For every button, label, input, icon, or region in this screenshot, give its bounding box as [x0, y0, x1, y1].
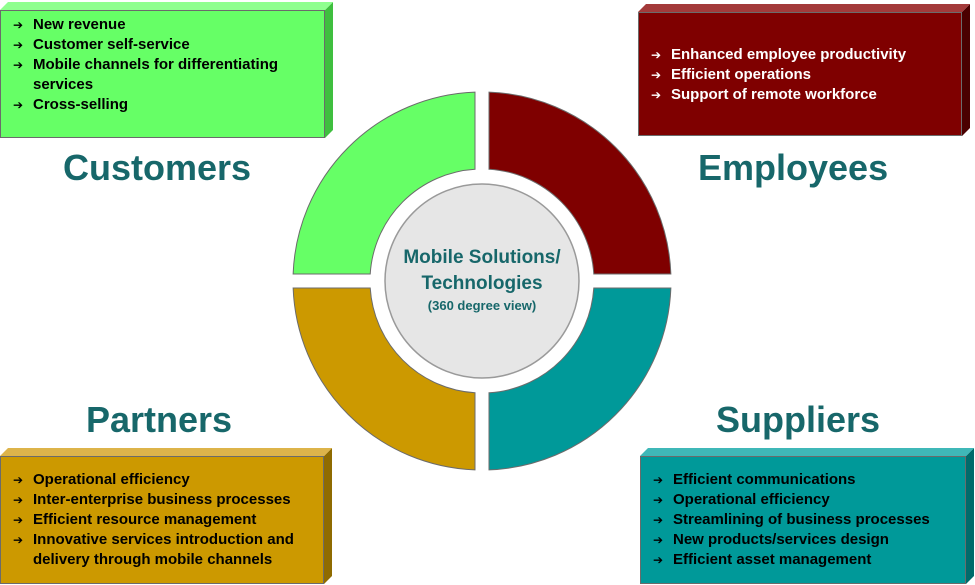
partners-heading: Partners — [86, 399, 233, 440]
customers-ring-segment — [292, 91, 476, 275]
benefit-item: ➔ Efficient communications — [653, 470, 955, 490]
suppliers-benefits-list: ➔ Efficient communications ➔ Operational ef… — [653, 470, 955, 570]
right-arrow-icon: ➔ — [13, 38, 24, 52]
benefit-text: Support of remote workforce — [671, 86, 877, 103]
partners-ring-segment — [292, 287, 476, 471]
right-arrow-icon: ➔ — [653, 513, 664, 527]
benefit-text: Streamlining of business processes — [673, 511, 930, 528]
right-arrow-icon: ➔ — [13, 533, 24, 547]
benefit-text: Efficient asset management — [673, 551, 872, 568]
benefit-text: Mobile channels for differentiating serv… — [33, 56, 279, 93]
center-hub-circle — [384, 183, 580, 379]
right-arrow-icon: ➔ — [653, 473, 664, 487]
right-arrow-icon: ➔ — [13, 493, 24, 507]
benefit-text: Efficient operations — [671, 66, 812, 83]
customers-box-depth — [325, 2, 333, 138]
employees-ring-segment — [488, 91, 672, 275]
center-title-line1: Mobile Solutions/ — [403, 247, 561, 268]
employees-benefits-list: ➔ Enhanced employee productivity ➔ Efficien… — [651, 45, 951, 105]
benefit-text: Enhanced employee productivity — [671, 46, 907, 63]
customers-benefits-box: ➔ New revenue ➔ Customer self-service ➔ Mobil… — [0, 10, 325, 138]
benefit-text: New products/services design — [673, 531, 889, 548]
suppliers-box-depth-top — [640, 448, 974, 456]
benefit-text: Operational efficiency — [33, 471, 190, 488]
benefit-item: ➔ Support of remote workforce — [651, 85, 951, 105]
right-arrow-icon: ➔ — [653, 533, 664, 547]
benefit-item: ➔ New revenue — [13, 15, 314, 35]
benefit-text: Efficient resource management — [33, 511, 257, 528]
right-arrow-icon: ➔ — [13, 473, 24, 487]
benefit-text: Cross-selling — [33, 96, 129, 113]
benefit-item: ➔ Streamlining of business processes — [653, 510, 955, 530]
employees-benefits-box: ➔ Enhanced employee productivity ➔ Efficien… — [638, 12, 962, 136]
benefit-item: ➔ Operational efficiency — [653, 490, 955, 510]
right-arrow-icon: ➔ — [13, 513, 24, 527]
right-arrow-icon: ➔ — [651, 68, 662, 82]
benefit-item: ➔ Enhanced employee productivity — [651, 45, 951, 65]
right-arrow-icon: ➔ — [653, 553, 664, 567]
employees-box-depth — [962, 4, 970, 136]
partners-benefits-list: ➔ Operational efficiency ➔ Inter-enterprise… — [13, 470, 313, 570]
benefit-text: Inter-enterprise business processes — [33, 491, 291, 508]
benefit-item: ➔ Mobile channels for differentiating ser… — [13, 55, 314, 95]
benefit-item: ➔ Operational efficiency — [13, 470, 313, 490]
benefit-text: Efficient communications — [673, 471, 856, 488]
right-arrow-icon: ➔ — [651, 88, 662, 102]
benefit-text: Customer self-service — [33, 36, 190, 53]
suppliers-ring-segment — [488, 287, 672, 471]
right-arrow-icon: ➔ — [13, 58, 24, 72]
right-arrow-icon: ➔ — [653, 493, 664, 507]
benefit-item: ➔ Customer self-service — [13, 35, 314, 55]
center-label: Mobile Solutions/ Technologies (360 degr… — [372, 245, 592, 315]
suppliers-benefits-box: ➔ Efficient communications ➔ Operational ef… — [640, 456, 966, 584]
right-arrow-icon: ➔ — [13, 18, 24, 32]
benefit-item: ➔ Efficient asset management — [653, 550, 955, 570]
partners-box-depth — [324, 448, 332, 584]
suppliers-box-depth — [966, 448, 974, 584]
benefit-text: New revenue — [33, 16, 126, 33]
center-subtitle: (360 degree view) — [427, 298, 537, 313]
partners-box-depth-top — [0, 448, 332, 456]
customers-heading: Customers — [63, 147, 252, 188]
suppliers-heading: Suppliers — [716, 399, 881, 440]
benefit-item: ➔ Inter-enterprise business processes — [13, 490, 313, 510]
customers-benefits-list: ➔ New revenue ➔ Customer self-service ➔ Mobil… — [13, 15, 314, 115]
benefit-item: ➔ Efficient operations — [651, 65, 951, 85]
benefit-item: ➔ New products/services design — [653, 530, 955, 550]
employees-heading: Employees — [698, 147, 889, 188]
benefit-text: Innovative services introduction and del… — [33, 531, 294, 568]
center-title-line2: Technologies — [421, 273, 543, 294]
employees-box-depth-top — [638, 4, 970, 12]
benefit-item: ➔ Efficient resource management — [13, 510, 313, 530]
right-arrow-icon: ➔ — [13, 98, 24, 112]
partners-benefits-box: ➔ Operational efficiency ➔ Inter-enterprise… — [0, 456, 324, 584]
customers-box-depth-top — [0, 2, 333, 10]
benefit-item: ➔ Cross-selling — [13, 95, 314, 115]
right-arrow-icon: ➔ — [651, 48, 662, 62]
benefit-text: Operational efficiency — [673, 491, 830, 508]
benefit-item: ➔ Innovative services introduction and de… — [13, 530, 313, 570]
